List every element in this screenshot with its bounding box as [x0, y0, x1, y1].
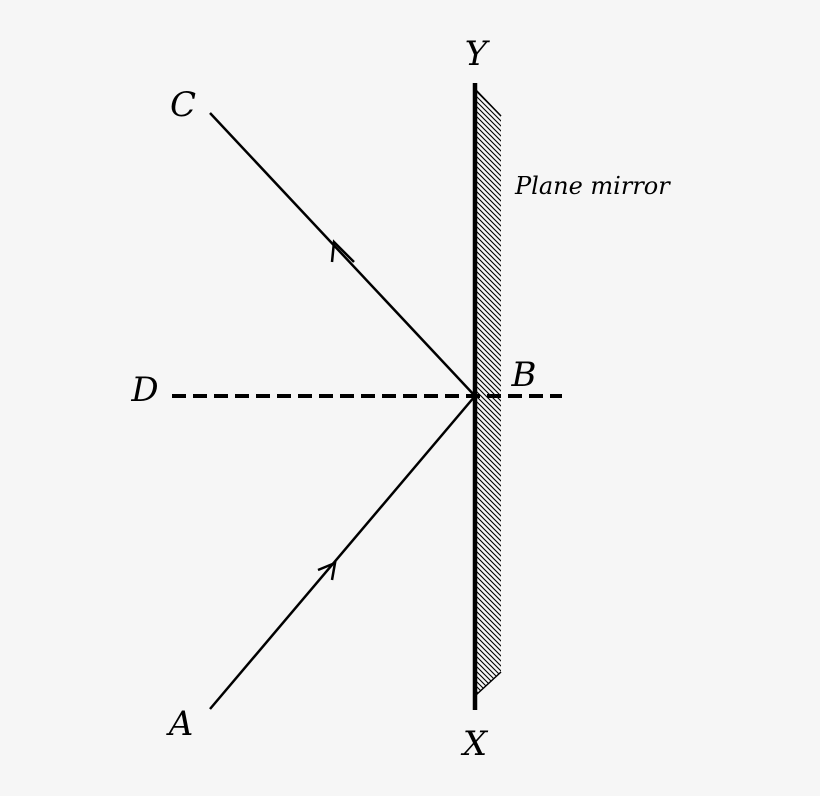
label-d: D: [130, 370, 158, 410]
mirror-hatch-bottom-edge: [475, 671, 502, 696]
label-x: X: [460, 724, 489, 764]
incident-ray: [209, 395, 476, 710]
incident-ray-arrow: [317, 560, 337, 581]
label-b: B: [511, 355, 537, 395]
label-c: C: [170, 85, 196, 125]
label-y: Y: [465, 34, 491, 74]
mirror-hatch-top-edge: [475, 89, 502, 117]
reflected-ray-arrow: [330, 239, 355, 263]
label-plane-mirror: Plane mirror: [514, 172, 671, 200]
reflected-ray: [209, 112, 476, 397]
label-a: A: [166, 704, 194, 744]
mirror-hatching: [476, 90, 501, 695]
